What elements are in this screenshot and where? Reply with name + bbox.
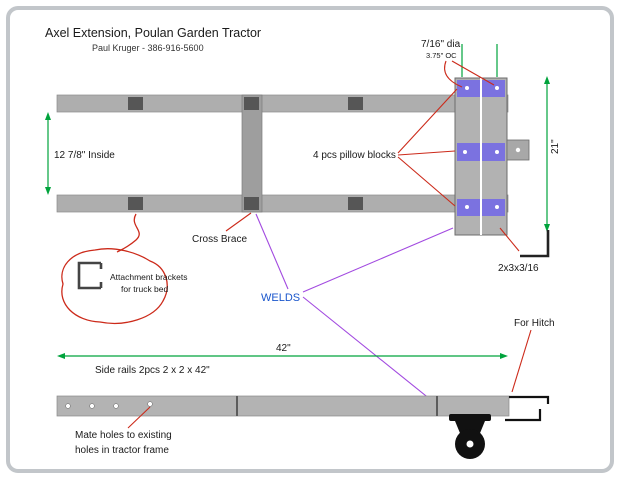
- bracket-profile-icon: [77, 261, 103, 290]
- angle-iron-symbol: [520, 230, 550, 258]
- inside-dim-arrow-top: [45, 112, 51, 120]
- hitch-bar-bottom: [505, 409, 542, 422]
- bottom-side-rail: [56, 194, 509, 213]
- bracket-square-top-2: [244, 97, 259, 110]
- weld-leader-axle: [302, 227, 454, 293]
- overall-length-label: 42": [276, 343, 291, 354]
- pillow-leader-2: [397, 150, 456, 156]
- block-hole: [465, 86, 469, 90]
- caster-plate: [449, 414, 491, 421]
- cross-brace-leader: [225, 212, 252, 232]
- pillow-blocks-label: 4 pcs pillow blocks: [313, 150, 396, 161]
- mate-hole-4: [147, 401, 153, 407]
- block-hole: [495, 205, 499, 209]
- side-rails-label: Side rails 2pcs 2 x 2 x 42": [95, 365, 210, 376]
- bracket-square-bottom-2: [244, 197, 259, 210]
- dia-label: 7/16" dia: [421, 39, 461, 50]
- height-dim-arrow-bottom: [544, 224, 550, 232]
- pillow-leader-3: [397, 156, 456, 207]
- height-dim-arrow-top: [544, 76, 550, 84]
- caster-hub: [466, 440, 474, 448]
- oc-label: 3.75" OC: [426, 51, 457, 60]
- bracket-square-bottom-3: [348, 197, 363, 210]
- page-title: Axel Extension, Poulan Garden Tractor: [45, 26, 261, 40]
- inside-width-label: 12 7/8" Inside: [54, 150, 115, 161]
- bracket-square-top-1: [128, 97, 143, 110]
- bracket-square-bottom-1: [128, 197, 143, 210]
- block-hole: [463, 150, 467, 154]
- bracket-square-top-3: [348, 97, 363, 110]
- angle-spec-leader: [499, 227, 520, 252]
- top-side-rail: [56, 94, 509, 113]
- dia-leader-1: [444, 60, 463, 88]
- attachment-blob-outline: [61, 248, 168, 324]
- welds-label: WELDS: [261, 292, 300, 304]
- length-dim-arrow-right: [500, 353, 508, 359]
- mate-hole-2: [89, 403, 95, 409]
- overall-height-label: 21": [550, 139, 561, 154]
- hitch-bar-top: [509, 395, 550, 404]
- mate-hole-1: [65, 403, 71, 409]
- mate-holes-leader: [127, 406, 151, 429]
- attachment-blob-leader: [116, 213, 140, 253]
- block-hole: [495, 86, 499, 90]
- length-dim-arrow-left: [57, 353, 65, 359]
- for-hitch-label: For Hitch: [514, 318, 555, 329]
- block-hole: [465, 205, 469, 209]
- mate-holes-label-2: holes in tractor frame: [75, 445, 169, 456]
- attachment-label-1: Attachment brackets: [110, 272, 187, 282]
- mate-holes-label-1: Mate holes to existing: [75, 430, 172, 441]
- side-rail-profile: [56, 395, 510, 417]
- for-hitch-leader: [511, 329, 532, 393]
- dia-leader-2: [451, 60, 495, 86]
- pillow-leader-1: [397, 88, 458, 154]
- cross-brace-label: Cross Brace: [192, 234, 247, 245]
- angle-spec-label: 2x3x3/16: [498, 263, 539, 274]
- inside-dim-arrow-bottom: [45, 187, 51, 195]
- attachment-label-2: for truck bed: [121, 284, 169, 294]
- page-subtitle: Paul Kruger - 386-916-5600: [92, 43, 204, 53]
- mate-hole-3: [113, 403, 119, 409]
- caster-wheel-drawing: [449, 414, 491, 459]
- hitch-tab-hole: [515, 147, 521, 153]
- cross-brace-bar: [241, 94, 263, 213]
- block-hole: [495, 150, 499, 154]
- weld-leader-brace: [255, 213, 289, 290]
